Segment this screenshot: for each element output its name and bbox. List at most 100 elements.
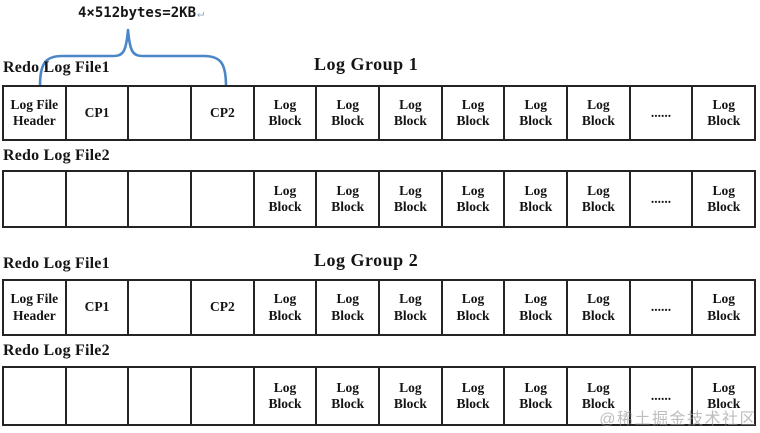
cell-empty — [127, 172, 190, 226]
cell-cp1: CP1 — [64, 281, 128, 334]
cell-label: ...... — [650, 299, 672, 315]
cell-label: CP1 — [84, 104, 110, 120]
cell-log-block: Log Block — [440, 87, 504, 139]
cell-log-block: Log Block — [503, 87, 566, 139]
cell-label: Log Block — [268, 379, 302, 411]
cell-label: Log Block — [581, 182, 615, 214]
cell-log-block: Log Block — [691, 87, 754, 139]
cell-log-block: Log Block — [378, 281, 441, 334]
cell-ellipsis: ...... — [628, 281, 692, 334]
cell-label: Log Block — [456, 96, 490, 128]
cell-log-block: Log Block — [315, 281, 378, 334]
cell-log-block: Log Block — [252, 172, 316, 226]
cell-empty — [127, 368, 190, 424]
cell-log-block: Log Block — [315, 368, 378, 424]
title-log-group2: Log Group 2 — [314, 250, 419, 270]
row-group2-redo-log-file1: Log File Header CP1 CP2 Log Block Log Block L… — [2, 279, 756, 336]
cell-log-file-header: Log File Header — [4, 87, 65, 139]
cell-label: Log Block — [456, 291, 490, 323]
cell-empty — [64, 172, 128, 226]
cell-label: Log Block — [331, 182, 365, 214]
cell-log-block: Log Block — [503, 172, 566, 226]
cell-label: Log Block — [581, 379, 615, 411]
cell-label: Log Block — [268, 96, 302, 128]
cell-log-block: Log Block — [252, 87, 316, 139]
cell-label: Log Block — [707, 379, 741, 411]
cell-ellipsis: ...... — [628, 87, 692, 139]
cell-log-block: Log Block — [440, 368, 504, 424]
cell-label: Log Block — [331, 291, 365, 323]
cell-log-block: Log Block — [503, 281, 566, 334]
cell-cp2: CP2 — [190, 281, 253, 334]
cell-log-block: Log Block — [503, 368, 566, 424]
cell-label: Log File Header — [10, 96, 59, 128]
row-group1-redo-log-file2: Log Block Log Block Log Block Log Block Log … — [2, 170, 756, 228]
cell-label: Log Block — [331, 379, 365, 411]
size-annotation-text: 4×512bytes=2KB — [78, 5, 197, 21]
cell-label: Log Block — [393, 379, 427, 411]
cell-log-block: Log Block — [315, 172, 378, 226]
cell-log-block: Log Block — [691, 281, 754, 334]
title-log-group1: Log Group 1 — [314, 54, 419, 74]
label-redo-log-file2-group2: Redo Log File2 — [3, 342, 110, 359]
cell-log-block: Log Block — [566, 368, 629, 424]
cell-label: Log Block — [268, 182, 302, 214]
cell-label: Log Block — [519, 379, 553, 411]
cell-empty — [64, 368, 128, 424]
cell-label: Log Block — [519, 96, 553, 128]
cell-cp1: CP1 — [64, 87, 128, 139]
return-mark-icon: ↵ — [197, 6, 205, 20]
label-redo-log-file1-group1: Redo Log File1 — [3, 59, 110, 76]
cell-label: Log Block — [331, 96, 365, 128]
cell-log-block: Log Block — [378, 87, 441, 139]
cell-ellipsis: ...... — [628, 172, 692, 226]
cell-label: CP2 — [209, 104, 235, 120]
cell-label: ...... — [650, 387, 672, 403]
cell-empty — [127, 281, 190, 334]
brace-bracket-icon — [38, 28, 228, 88]
cell-label: Log File Header — [10, 291, 59, 323]
cell-log-block: Log Block — [691, 172, 754, 226]
watermark: @稀土掘金技术社区 — [599, 411, 757, 428]
cell-log-block: Log Block — [440, 281, 504, 334]
cell-log-block: Log Block — [378, 172, 441, 226]
cell-log-block: Log Block — [691, 368, 754, 424]
cell-label: Log Block — [519, 182, 553, 214]
cell-label: Log Block — [393, 96, 427, 128]
size-annotation: 4×512bytes=2KB↵ — [78, 5, 204, 21]
cell-empty — [4, 368, 65, 424]
cell-empty — [190, 172, 253, 226]
label-redo-log-file1-group2: Redo Log File1 — [3, 255, 110, 272]
cell-label: Log Block — [456, 379, 490, 411]
cell-empty — [127, 87, 190, 139]
cell-log-block: Log Block — [315, 87, 378, 139]
cell-log-block: Log Block — [440, 172, 504, 226]
cell-label: Log Block — [581, 96, 615, 128]
cell-label: Log Block — [581, 291, 615, 323]
cell-label: ...... — [650, 104, 672, 120]
cell-label: Log Block — [456, 182, 490, 214]
cell-label: Log Block — [707, 182, 741, 214]
cell-cp2: CP2 — [190, 87, 253, 139]
cell-label: Log Block — [393, 182, 427, 214]
row-group2-redo-log-file2: Log Block Log Block Log Block Log Block Log … — [2, 366, 756, 426]
label-redo-log-file2-group1: Redo Log File2 — [3, 147, 110, 164]
cell-label: Log Block — [707, 291, 741, 323]
cell-log-file-header: Log File Header — [4, 281, 65, 334]
cell-empty — [190, 368, 253, 424]
cell-log-block: Log Block — [378, 368, 441, 424]
cell-label: Log Block — [393, 291, 427, 323]
cell-log-block: Log Block — [566, 172, 629, 226]
cell-log-block: Log Block — [566, 281, 629, 334]
cell-label: CP1 — [84, 299, 110, 315]
cell-log-block: Log Block — [566, 87, 629, 139]
cell-label: Log Block — [519, 291, 553, 323]
cell-log-block: Log Block — [252, 368, 316, 424]
cell-label: Log Block — [707, 96, 741, 128]
cell-log-block: Log Block — [252, 281, 316, 334]
cell-empty — [4, 172, 65, 226]
row-group1-redo-log-file1: Log File Header CP1 CP2 Log Block Log Block L… — [2, 85, 756, 141]
cell-label: Log Block — [268, 291, 302, 323]
cell-ellipsis: ...... — [628, 368, 692, 424]
